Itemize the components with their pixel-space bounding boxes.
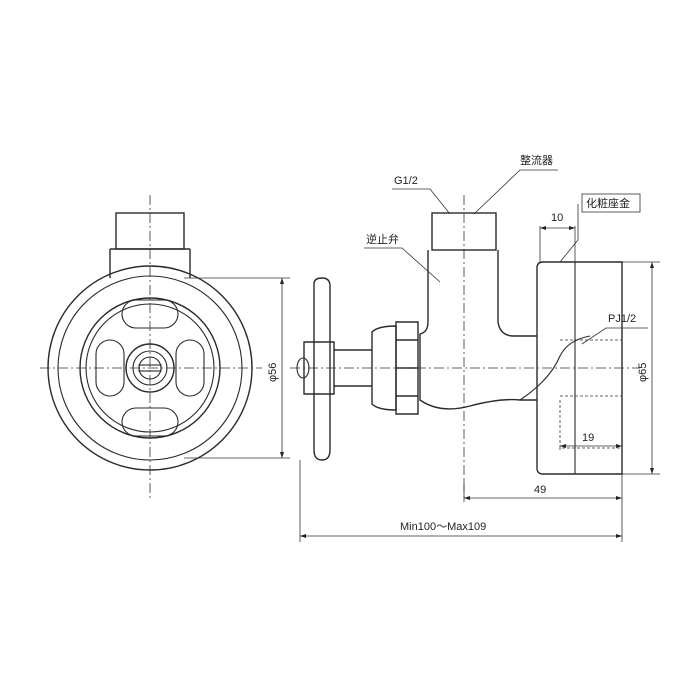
label-straightener: 整流器	[520, 153, 553, 167]
leader-g-half	[392, 188, 451, 215]
handle-bar	[313, 277, 331, 461]
handle-hub	[303, 341, 335, 395]
stem	[334, 349, 372, 387]
escutcheon-plate	[536, 261, 623, 475]
leader-straightener	[473, 169, 558, 215]
label-check-valve: 逆止弁	[366, 232, 399, 246]
dimension-lines	[184, 226, 660, 542]
label-pj-half: PJ1/2	[608, 313, 636, 325]
dim-65-text: φ65	[637, 363, 649, 382]
front-view	[40, 195, 262, 500]
dim-56-text: φ56	[267, 363, 279, 382]
dim-length-text: Min100～Max109	[400, 521, 486, 533]
label-g-half: G1/2	[394, 175, 418, 187]
escutcheon-label-box	[581, 193, 641, 213]
leader-pj-half	[581, 327, 648, 345]
dim-19-text: 19	[582, 432, 594, 444]
hex-nut	[395, 321, 419, 415]
dim-10-text: 10	[551, 212, 563, 224]
label-escutcheon: 化粧座金	[586, 196, 630, 210]
body-lower-curve	[519, 335, 591, 401]
side-view	[290, 195, 640, 500]
leader-check-valve	[364, 247, 441, 283]
dim-49-text: 49	[534, 484, 546, 496]
coupling	[371, 325, 397, 411]
leaders	[364, 169, 648, 345]
valve-body	[419, 250, 537, 410]
leader-escutcheon	[559, 204, 579, 263]
